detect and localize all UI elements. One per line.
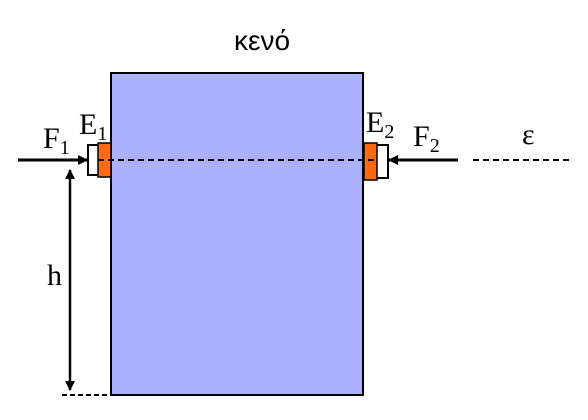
force-right-label: F2 <box>413 120 440 157</box>
piston-right-bracket <box>377 144 389 179</box>
liquid-tank <box>110 72 364 396</box>
height-label: h <box>47 259 62 292</box>
piston-right-label: E2 <box>366 106 394 143</box>
piston-left-label: E1 <box>79 108 107 145</box>
piston-left-bracket <box>87 144 98 176</box>
piston-right <box>363 142 378 181</box>
line-epsilon-label: ε <box>522 118 535 151</box>
force-left-label: F1 <box>43 122 70 159</box>
vacuum-title: κενό <box>234 25 290 56</box>
